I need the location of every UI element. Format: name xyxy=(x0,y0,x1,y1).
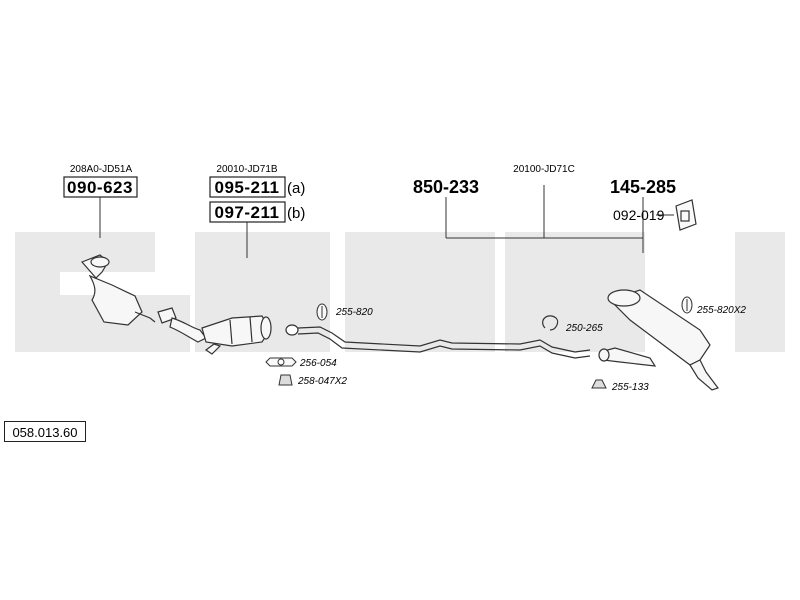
middle-pipe xyxy=(285,324,591,359)
clamp-icon xyxy=(542,315,559,331)
cat-part-b-number: 097-211 xyxy=(215,203,280,222)
catalog-number: 058.013.60 xyxy=(4,421,86,442)
cat-part-b-suffix: (b) xyxy=(287,205,305,222)
hanger-icon-rear xyxy=(681,296,693,314)
cat-part-a-box xyxy=(209,176,286,198)
rear-silencer-part-number: 145-285 xyxy=(610,177,676,197)
clamp-label: 250-265 xyxy=(565,323,603,334)
hanger-rear-label: 255-820X2 xyxy=(696,305,746,316)
hanger-front-label: 255-820 xyxy=(335,307,373,318)
leader-lines xyxy=(99,185,674,258)
cat-oe-number: 20010-JD71B xyxy=(216,164,277,175)
rubber-mount-icon xyxy=(591,379,607,389)
rear-silencer xyxy=(598,289,719,391)
rubber-label: 255-133 xyxy=(611,382,649,393)
hanger-icon-front xyxy=(316,303,328,321)
cat-part-a-number: 095-211 xyxy=(215,178,280,197)
cat-part-a-suffix: (a) xyxy=(287,180,305,197)
front-part-number: 090-623 xyxy=(67,178,133,197)
catalytic-converter xyxy=(157,307,272,355)
nut-label: 258-047X2 xyxy=(297,376,347,387)
bracket-part-number: 092-019 xyxy=(613,207,665,223)
nut-icon xyxy=(278,374,293,386)
rear-oe-number: 20100-JD71C xyxy=(513,164,575,175)
mid-pipe-part-number: 850-233 xyxy=(413,177,479,197)
gasket-icon xyxy=(265,357,297,367)
bracket-part xyxy=(675,199,697,231)
front-downpipe xyxy=(80,254,156,326)
gasket-label: 256-054 xyxy=(299,358,337,369)
front-oe-number: 208A0-JD51A xyxy=(70,164,133,175)
cat-part-b-box xyxy=(209,201,286,223)
front-part-box xyxy=(63,176,138,198)
watermark-text: bosal xyxy=(400,292,424,303)
